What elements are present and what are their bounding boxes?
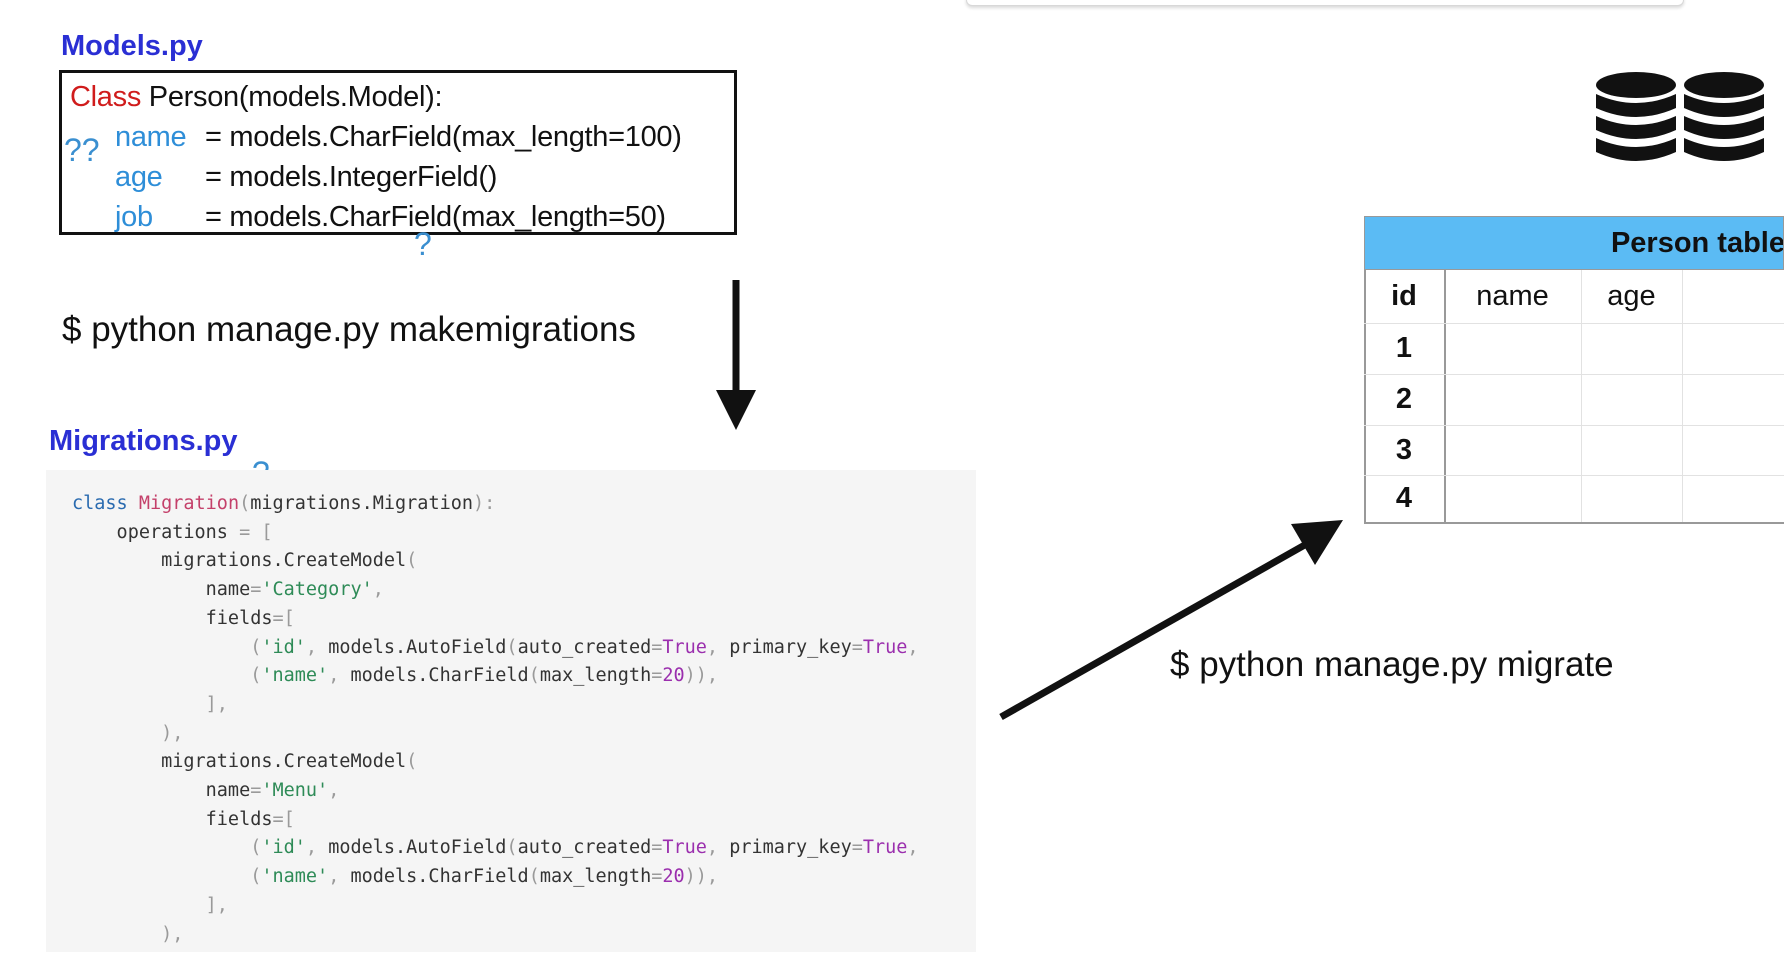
field-job: job: [115, 201, 153, 233]
column-header-age: age: [1607, 280, 1656, 312]
arrow-down-icon: [716, 280, 756, 430]
database-stack-icon: [1596, 72, 1764, 161]
class-line: Class Person(models.Model):: [70, 81, 443, 114]
row-id: 2: [1395, 383, 1413, 415]
row-id: 3: [1395, 433, 1413, 466]
row-id: 1: [1395, 332, 1413, 364]
person-table-header: Person table: [1364, 216, 1784, 270]
models-code-box: Class Person(models.Model): name = model…: [59, 70, 737, 235]
question-marks: ??: [64, 132, 100, 168]
question-mark: ?: [414, 226, 432, 262]
field-age: age: [115, 161, 163, 193]
makemigrations-command: $ python manage.py makemigrations: [62, 310, 636, 349]
models-file-title: Models.py: [61, 30, 203, 62]
field-name: name: [115, 121, 187, 153]
column-header-id: id: [1391, 280, 1417, 312]
migrate-command: $ python manage.py migrate: [1170, 645, 1614, 684]
row-id: 4: [1395, 482, 1413, 514]
column-header-name: name: [1476, 280, 1549, 312]
person-table: id name age 1 2 3 4: [1364, 270, 1784, 524]
migrations-code-block: class Migration(migrations.Migration): o…: [46, 470, 976, 952]
field-job-def: = models.CharField(max_length=50): [205, 201, 666, 233]
class-keyword: Class: [70, 81, 142, 113]
person-table-title: Person table: [1610, 227, 1784, 259]
migration-code: class Migration(migrations.Migration): o…: [72, 493, 919, 945]
field-name-def: = models.CharField(max_length=100): [205, 121, 682, 153]
class-declaration: Person(models.Model):: [141, 81, 443, 113]
top-window-edge: [966, 0, 1684, 6]
field-age-def: = models.IntegerField(): [205, 161, 498, 193]
arrow-diagonal-icon: [999, 520, 1343, 721]
migrations-file-title: Migrations.py: [49, 425, 238, 457]
